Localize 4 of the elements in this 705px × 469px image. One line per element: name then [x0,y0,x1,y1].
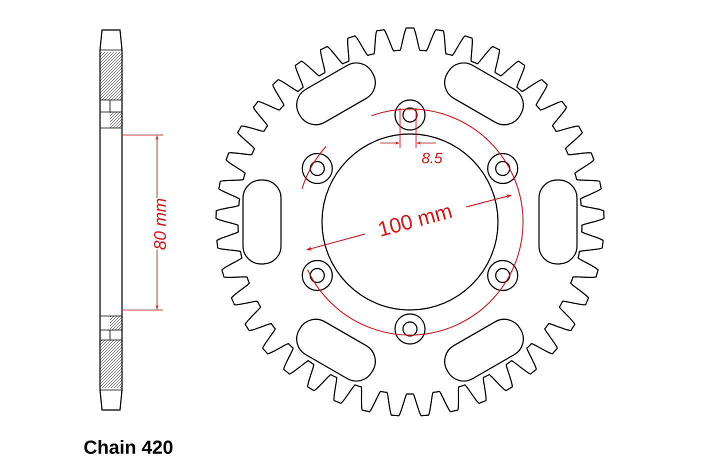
dimension-label: 8.5 [422,152,442,164]
dimension-label: 80 mm [154,198,166,250]
dimension-label: 100 mm [379,207,452,236]
chain-size-label: Chain 420 [84,440,172,454]
